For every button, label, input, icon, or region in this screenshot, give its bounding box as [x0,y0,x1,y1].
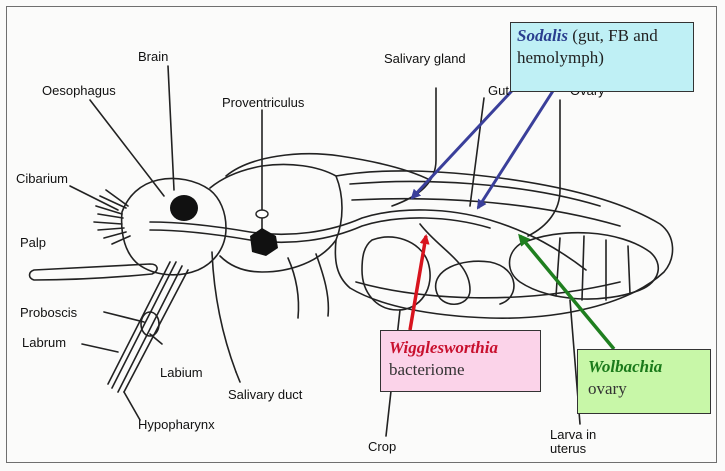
gut-loops [420,224,514,304]
label-salivary-duct: Salivary duct [228,388,302,402]
label-proventriculus: Proventriculus [222,96,304,110]
label-salivary-gland: Salivary gland [384,52,466,66]
leader-salivary-duct [236,372,240,382]
label-larva-in-uterus: Larva in uterus [550,428,620,456]
salivary-gland-line [392,88,436,206]
label-gut: Gut [488,84,509,98]
leader-proboscis [104,312,144,322]
wigglesworthia-callout: Wigglesworthia bacteriome [380,330,541,392]
palp [30,264,158,280]
thorax-outline [210,164,342,272]
label-hypopharynx: Hypopharynx [138,418,215,432]
leader-gut [470,98,484,206]
label-palp: Palp [20,236,46,250]
wigglesworthia-name: Wigglesworthia [389,337,532,359]
wolbachia-name: Wolbachia [588,356,700,378]
leader-labrum [82,344,118,352]
leader-brain [168,66,174,190]
brain-organ [170,195,198,221]
wolbachia-callout: Wolbachia ovary [577,349,711,414]
leader-cibarium [70,186,118,210]
digestive-canal [150,210,586,270]
leader-hypopharynx [124,392,140,420]
label-oesophagus: Oesophagus [42,84,116,98]
salivary-gland-organ [256,210,268,218]
label-brain: Brain [138,50,168,64]
wigglesworthia-arrow [410,236,426,330]
leader-oesophagus [90,100,164,196]
label-labium: Labium [160,366,203,380]
sodalis-name: Sodalis [517,26,568,45]
sodalis-callout: Sodalis (gut, FB and hemolymph) [510,22,694,92]
label-cibarium: Cibarium [16,172,68,186]
wigglesworthia-detail: bacteriome [389,359,532,381]
label-labrum: Labrum [22,336,66,350]
wolbachia-detail: ovary [588,378,700,400]
antenna [94,190,130,244]
label-proboscis: Proboscis [20,306,77,320]
label-crop: Crop [368,440,396,454]
leg-2 [316,254,328,316]
salivary-duct-line [212,252,236,372]
